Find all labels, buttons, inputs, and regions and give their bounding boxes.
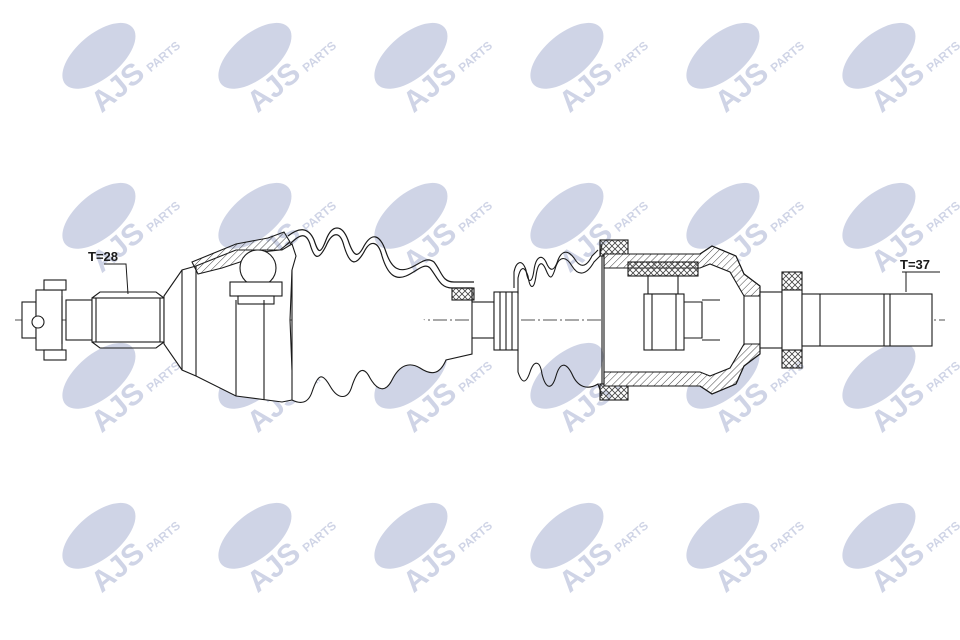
left-threaded-stub bbox=[21, 279, 93, 361]
inner-boot bbox=[513, 239, 629, 401]
right-spline-shaft bbox=[759, 271, 940, 369]
left-spline-shaft bbox=[91, 263, 165, 349]
outer-boot bbox=[287, 227, 475, 403]
left-spline-label: T=28 bbox=[88, 249, 118, 264]
right-spline-label: T=37 bbox=[900, 257, 930, 272]
t28-leader bbox=[104, 263, 129, 295]
cv-ball bbox=[239, 249, 277, 287]
t37-leader bbox=[902, 271, 940, 292]
outer-cv-joint bbox=[163, 231, 297, 403]
inner-tripod-joint bbox=[603, 245, 761, 395]
intermediate-shaft bbox=[471, 291, 519, 351]
